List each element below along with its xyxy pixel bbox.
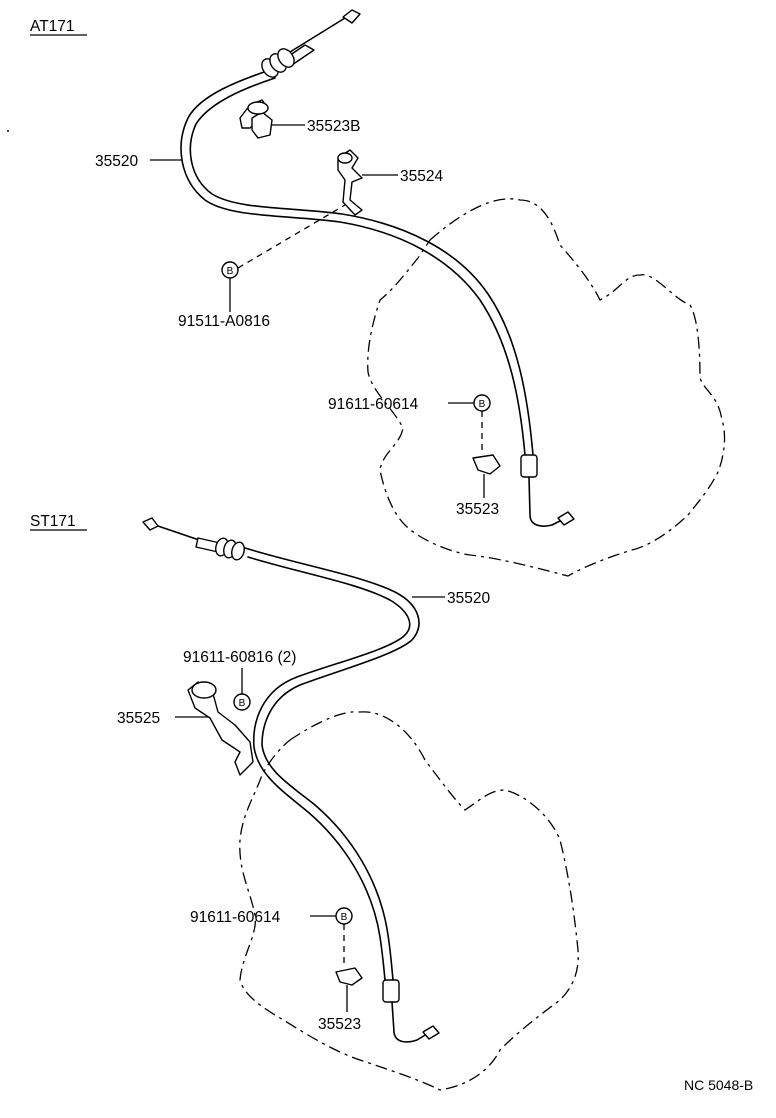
cable-outer-top xyxy=(180,69,526,456)
label-91611-60614-top: 91611-60614 xyxy=(328,396,419,413)
cable-end-eye-top xyxy=(342,9,361,24)
cable-end-wire-top xyxy=(528,476,563,527)
label-35523-bottom: 35523 xyxy=(318,1016,361,1033)
label-35520-top: 35520 xyxy=(95,153,138,170)
cable-end-fitting-bottom xyxy=(382,979,400,1003)
bracket-35525 xyxy=(187,681,254,776)
section-label-st171: ST171 xyxy=(30,513,76,530)
transmission-outline-bottom xyxy=(239,711,579,1091)
cable-end-eye-lower-bottom xyxy=(422,1025,440,1040)
clamp-35523b xyxy=(239,99,273,139)
cable-outer-bottom xyxy=(244,547,420,981)
cable-adjuster-top xyxy=(261,48,295,78)
label-91611-60816: 91611-60816 (2) xyxy=(183,649,296,666)
label-35524: 35524 xyxy=(400,168,443,185)
clamp-35523-bottom xyxy=(335,967,363,986)
bracket-35524 xyxy=(337,149,363,216)
stray-mark xyxy=(7,130,9,132)
label-35520-bottom: 35520 xyxy=(447,590,490,607)
bolt-b-symbol-bottom-top xyxy=(233,693,251,711)
cable-end-eye-lower-top xyxy=(557,511,575,526)
label-91511-a0816: 91511-A0816 xyxy=(178,313,270,330)
label-35523b: 35523B xyxy=(307,118,360,135)
cable-end-rod-top xyxy=(289,17,346,53)
lead-bolt-left-top xyxy=(237,204,346,269)
bolt-b-letter-bottom-top: B xyxy=(239,698,246,709)
cable-end-fitting-top xyxy=(520,454,538,478)
cable-end-rod-bottom xyxy=(154,524,206,543)
transmission-outline-top xyxy=(367,198,726,577)
label-35525: 35525 xyxy=(117,710,160,727)
bolt-b-letter-top-left: B xyxy=(227,266,234,277)
bolt-b-letter-top-right: B xyxy=(479,399,486,410)
label-91611-60614-bottom: 91611-60614 xyxy=(190,909,281,926)
cable-inner-top xyxy=(189,77,534,456)
cable-inner-bottom xyxy=(247,556,411,981)
cable-end-wire-bottom xyxy=(391,1001,428,1043)
clamp-35523-top xyxy=(472,454,501,475)
label-35523-top: 35523 xyxy=(456,501,499,518)
bolt-b-letter-bottom-lower: B xyxy=(341,912,348,923)
figure-code: NC 5048-B xyxy=(684,1077,753,1093)
cable-adjuster-bottom xyxy=(215,537,245,561)
section-label-at171: AT171 xyxy=(30,18,75,35)
cable-end-eye-bottom xyxy=(142,517,159,531)
